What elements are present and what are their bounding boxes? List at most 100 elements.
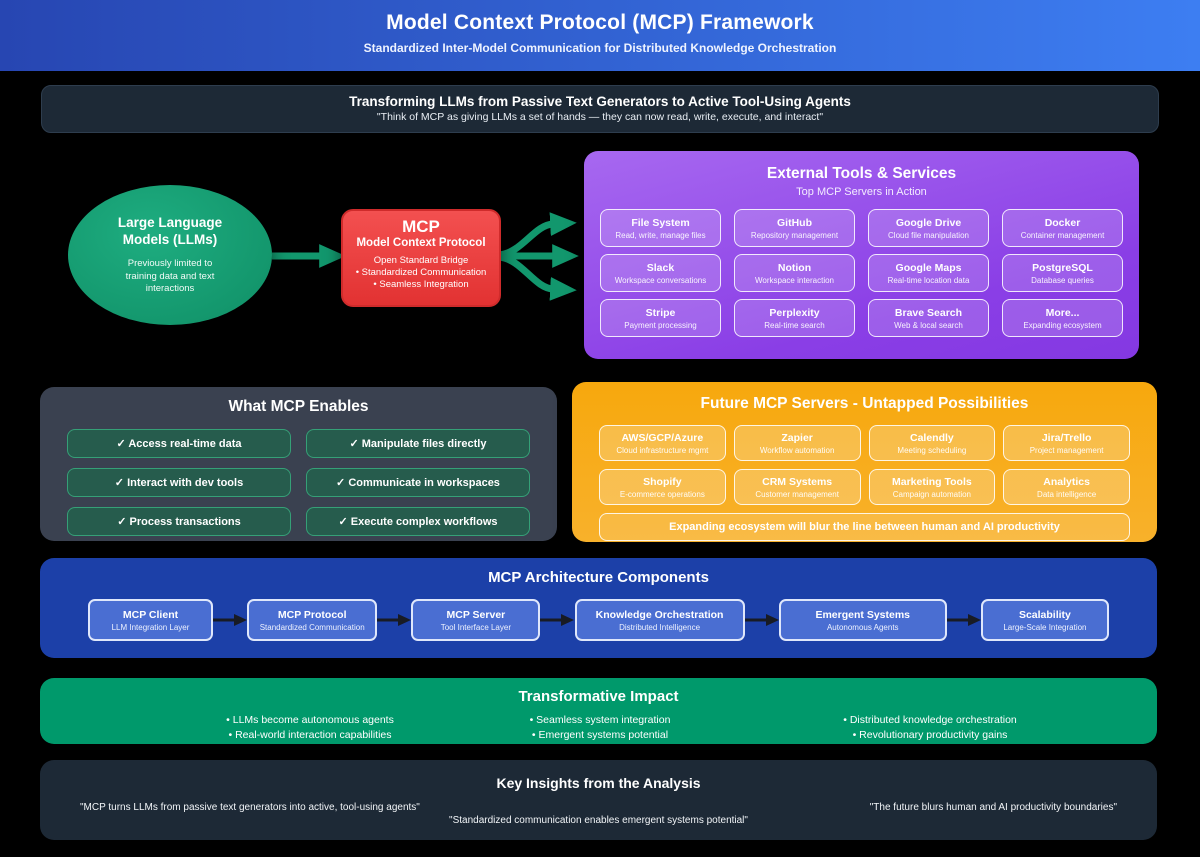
insight-quote-3: "The future blurs human and AI productiv…: [869, 802, 1117, 813]
server-card-brave-search: Brave Search Web & local search: [868, 299, 989, 337]
future-name: CRM Systems: [762, 475, 833, 488]
server-name: PostgreSQL: [1032, 261, 1093, 274]
server-desc: Expanding ecosystem: [1023, 320, 1102, 330]
enables-item-dev-tools: ✓ Interact with dev tools: [67, 468, 291, 497]
enables-grid: ✓ Access real-time data ✓ Manipulate fil…: [67, 429, 530, 536]
enables-panel: What MCP Enables ✓ Access real-time data…: [40, 387, 557, 541]
future-name: Analytics: [1043, 475, 1090, 488]
llm-title: Large Language Models (LLMs): [117, 214, 223, 248]
external-tools-subtitle: Top MCP Servers in Action: [796, 186, 927, 198]
insights-title: Key Insights from the Analysis: [496, 775, 701, 791]
arch-desc: Autonomous Agents: [826, 622, 899, 632]
mcp-bullet: • Standardized Communication: [355, 267, 487, 278]
architecture-title: MCP Architecture Components: [488, 569, 709, 586]
server-name: Notion: [777, 261, 812, 274]
arch-name: MCP Server: [446, 608, 506, 621]
server-name: Stripe: [645, 306, 676, 319]
server-card-docker: Docker Container management: [1002, 209, 1123, 247]
arch-name: Scalability: [1018, 608, 1071, 621]
future-servers-panel: Future MCP Servers - Untapped Possibilit…: [572, 382, 1157, 542]
enables-item-transactions: ✓ Process transactions: [67, 507, 291, 536]
future-servers-title: Future MCP Servers - Untapped Possibilit…: [700, 395, 1029, 412]
server-card-github: GitHub Repository management: [734, 209, 855, 247]
future-card-aws-gcp-azure: AWS/GCP/Azure Cloud infrastructure mgmt: [599, 425, 726, 461]
server-name: More...: [1045, 306, 1080, 319]
server-desc: Repository management: [750, 230, 839, 240]
external-tools-grid: File System Read, write, manage files Gi…: [600, 209, 1123, 337]
page-subtitle: Standardized Inter-Model Communication f…: [363, 41, 837, 55]
arch-card-mcp-server: MCP Server Tool Interface Layer: [411, 599, 541, 641]
arch-desc: LLM Integration Layer: [111, 622, 190, 632]
server-name: Google Drive: [895, 216, 962, 229]
future-name: Zapier: [781, 431, 813, 444]
server-card-file-system: File System Read, write, manage files: [600, 209, 721, 247]
page-header: Model Context Protocol (MCP) Framework S…: [0, 0, 1200, 71]
arch-name: MCP Client: [122, 608, 179, 621]
impact-column-orchestration: • Distributed knowledge orchestration • …: [843, 713, 1017, 743]
server-desc: Web & local search: [894, 320, 963, 330]
future-name: Shopify: [643, 475, 682, 488]
page-title: Model Context Protocol (MCP) Framework: [386, 11, 814, 34]
insight-quote-1: "MCP turns LLMs from passive text genera…: [80, 802, 420, 813]
server-name: File System: [631, 216, 690, 229]
mcp-subtitle: Model Context Protocol: [356, 237, 486, 249]
arch-name: Knowledge Orchestration: [595, 608, 724, 621]
llm-node: Large Language Models (LLMs) Previously …: [68, 185, 272, 325]
future-name: Calendly: [909, 431, 954, 444]
arch-name: MCP Protocol: [277, 608, 347, 621]
arch-desc: Standardized Communication: [259, 622, 365, 632]
right-arrow-icon: [946, 614, 981, 626]
future-footer-note: Expanding ecosystem will blur the line b…: [599, 513, 1130, 541]
server-card-perplexity: Perplexity Real-time search: [734, 299, 855, 337]
server-card-stripe: Stripe Payment processing: [600, 299, 721, 337]
future-name: Jira/Trello: [1041, 431, 1092, 444]
future-name: Marketing Tools: [892, 475, 972, 488]
insights-panel: Key Insights from the Analysis "MCP turn…: [40, 760, 1157, 840]
impact-line: • Revolutionary productivity gains: [852, 729, 1008, 742]
future-name: AWS/GCP/Azure: [621, 431, 704, 444]
future-card-shopify: Shopify E-commerce operations: [599, 469, 726, 505]
server-card-google-maps: Google Maps Real-time location data: [868, 254, 989, 292]
arch-desc: Tool Interface Layer: [440, 622, 511, 632]
mcp-bullet: • Seamless Integration: [373, 279, 469, 290]
server-desc: Read, write, manage files: [615, 230, 706, 240]
future-card-calendly: Calendly Meeting scheduling: [868, 425, 996, 461]
future-desc: E-commerce operations: [619, 489, 705, 499]
server-desc: Payment processing: [624, 320, 697, 330]
server-name: Brave Search: [894, 306, 963, 319]
impact-line: • LLMs become autonomous agents: [226, 714, 394, 726]
server-desc: Database queries: [1031, 275, 1094, 285]
right-arrow-icon: [540, 614, 575, 626]
mcp-to-tools-arrow-bottom: [498, 253, 577, 301]
right-arrow-icon: [213, 614, 248, 626]
enables-item-workflows: ✓ Execute complex workflows: [306, 507, 530, 536]
server-desc: Workspace conversations: [614, 275, 707, 285]
future-desc: Data intelligence: [1037, 489, 1097, 499]
mcp-to-tools-arrow-top: [498, 212, 577, 259]
server-name: GitHub: [777, 216, 812, 229]
future-card-analytics: Analytics Data intelligence: [1003, 469, 1130, 505]
arch-card-knowledge-orchestration: Knowledge Orchestration Distributed Inte…: [574, 599, 745, 641]
impact-line: • Distributed knowledge orchestration: [843, 714, 1017, 726]
future-card-jira-trello: Jira/Trello Project management: [1003, 425, 1130, 461]
server-name: Google Maps: [895, 261, 962, 274]
future-card-zapier: Zapier Workflow automation: [733, 425, 861, 461]
server-desc: Workspace interaction: [755, 275, 834, 285]
impact-line: • Real-world interaction capabilities: [228, 729, 392, 742]
enables-item-realtime-data: ✓ Access real-time data: [67, 429, 291, 458]
mcp-line: Open Standard Bridge: [373, 255, 469, 266]
transforming-banner: Transforming LLMs from Passive Text Gene…: [41, 85, 1159, 133]
future-card-crm-systems: CRM Systems Customer management: [733, 469, 861, 505]
enables-item-workspaces: ✓ Communicate in workspaces: [306, 468, 530, 497]
future-desc: Workflow automation: [759, 445, 835, 455]
future-desc: Campaign automation: [892, 489, 972, 499]
right-arrow-icon: [744, 614, 779, 626]
server-desc: Real-time location data: [887, 275, 970, 285]
impact-column-integration: • Seamless system integration • Emergent…: [530, 713, 671, 743]
enables-item-manipulate-files: ✓ Manipulate files directly: [306, 429, 530, 458]
server-card-more: More... Expanding ecosystem: [1002, 299, 1123, 337]
server-desc: Real-time search: [764, 320, 825, 330]
server-card-slack: Slack Workspace conversations: [600, 254, 721, 292]
arch-card-emergent-systems: Emergent Systems Autonomous Agents: [778, 599, 947, 641]
external-tools-panel: External Tools & Services Top MCP Server…: [584, 151, 1139, 359]
